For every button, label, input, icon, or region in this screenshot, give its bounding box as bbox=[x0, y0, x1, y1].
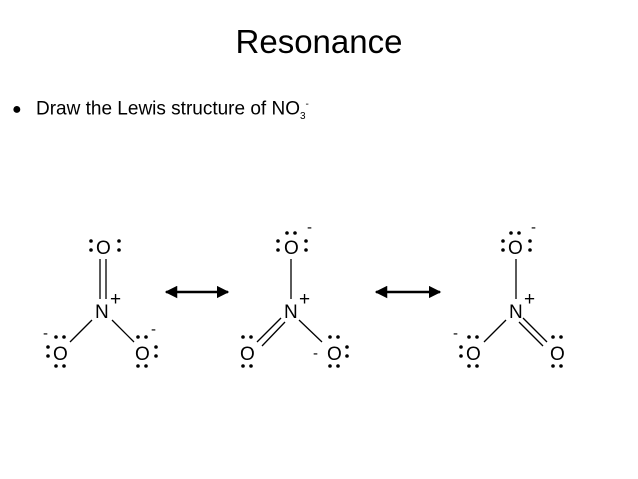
lone-pairs bbox=[136, 335, 158, 368]
oxygen-atom-right: O bbox=[135, 344, 150, 365]
lone-pairs bbox=[459, 335, 479, 368]
oxygen-charge: - bbox=[453, 325, 458, 342]
oxygen-atom-right: O bbox=[327, 344, 342, 365]
double-bond-line bbox=[256, 317, 282, 343]
slide-title: Resonance bbox=[235, 23, 403, 60]
single-bond-line bbox=[298, 319, 323, 343]
oxygen-atom-right: O bbox=[550, 344, 565, 365]
nitrogen-atom: N bbox=[284, 302, 298, 323]
bullet-dot-icon: ● bbox=[12, 101, 22, 119]
lone-pairs bbox=[241, 335, 253, 368]
oxygen-charge: - bbox=[531, 219, 536, 236]
bullet-item: ● Draw the Lewis structure of NO3- bbox=[12, 93, 309, 129]
single-bond-line bbox=[69, 319, 93, 343]
resonance-structure-3: - O N + - O bbox=[453, 219, 565, 368]
oxygen-atom-left: O bbox=[240, 344, 255, 365]
lone-pairs bbox=[501, 231, 532, 252]
lone-pairs bbox=[328, 335, 349, 368]
resonance-structure-2: - O N + O - O bbox=[240, 219, 349, 368]
formula-subscript: 3 bbox=[299, 111, 306, 123]
oxygen-atom-top: O bbox=[284, 238, 299, 259]
lone-pairs bbox=[276, 231, 308, 252]
nitrogen-charge: + bbox=[299, 289, 310, 310]
resonance-structure-1: O N + - O - O bbox=[43, 238, 158, 368]
bullet-text: Draw the Lewis structure of NO bbox=[36, 98, 300, 120]
oxygen-charge: - bbox=[43, 325, 48, 342]
lone-pairs bbox=[46, 335, 66, 368]
lone-pairs bbox=[89, 239, 121, 252]
single-bond-line bbox=[483, 319, 507, 343]
nitrogen-charge: + bbox=[110, 289, 121, 310]
oxygen-atom-top: O bbox=[96, 238, 111, 259]
formula-superscript: - bbox=[305, 99, 309, 110]
nitrogen-charge: + bbox=[524, 289, 535, 310]
bullet-text-container: Draw the Lewis structure of NO3- bbox=[36, 93, 309, 129]
double-bond-line bbox=[518, 321, 544, 347]
nitrogen-atom: N bbox=[95, 302, 109, 323]
oxygen-atom-left: O bbox=[466, 344, 481, 365]
double-bond-line bbox=[522, 317, 548, 343]
oxygen-atom-left: O bbox=[53, 344, 68, 365]
lone-pairs bbox=[551, 335, 563, 368]
oxygen-charge: - bbox=[307, 219, 312, 236]
oxygen-atom-top: O bbox=[508, 238, 523, 259]
nitrogen-atom: N bbox=[509, 302, 523, 323]
oxygen-charge: - bbox=[313, 345, 318, 362]
single-bond-line bbox=[111, 319, 135, 343]
double-bond-line bbox=[261, 321, 286, 347]
oxygen-charge: - bbox=[151, 321, 156, 338]
